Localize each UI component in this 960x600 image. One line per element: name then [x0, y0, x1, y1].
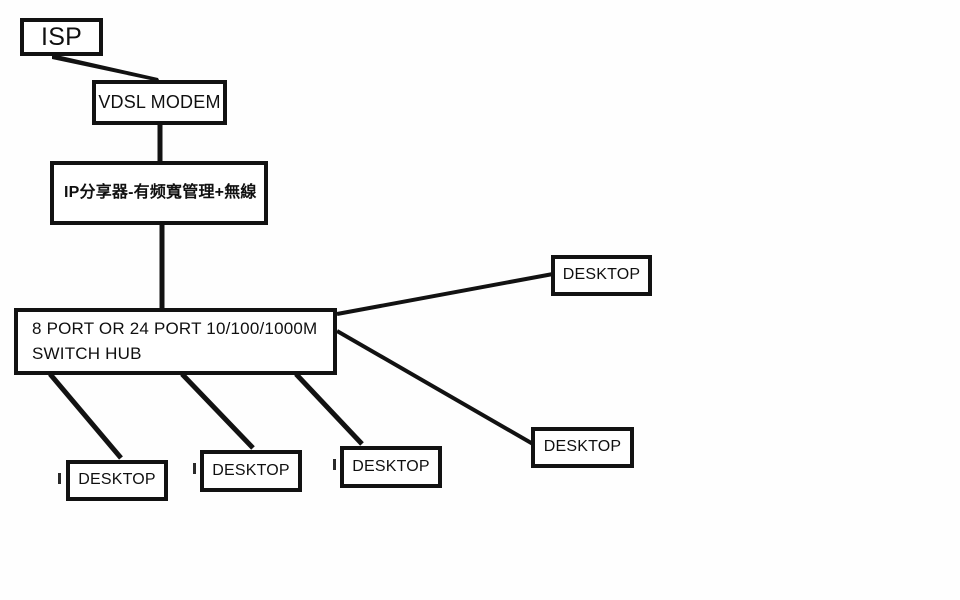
node-label-vdsl-modem: VDSL MODEM — [98, 92, 221, 113]
node-desktop-bottom-1[interactable]: DESKTOP — [66, 460, 168, 501]
node-label-switch-hub-line1: 8 PORT OR 24 PORT 10/100/1000M — [32, 319, 318, 339]
node-desktop-bottom-3[interactable]: DESKTOP — [340, 446, 442, 488]
node-label-desktop-bottom-3: DESKTOP — [352, 457, 430, 475]
node-label-desktop-right-bottom: DESKTOP — [543, 438, 622, 456]
connector-isp-to-modem — [52, 54, 160, 82]
node-label-desktop-right-top: DESKTOP — [562, 266, 641, 284]
node-desktop-bottom-2[interactable]: DESKTOP — [200, 450, 302, 492]
node-label-desktop-bottom-1: DESKTOP — [78, 471, 156, 489]
node-switch-hub[interactable]: 8 PORT OR 24 PORT 10/100/1000M SWITCH HUB — [14, 308, 337, 375]
connector-switch-to-desktop-bottom-1 — [48, 372, 123, 460]
port-tick-tick-2 — [193, 463, 196, 474]
node-isp[interactable]: ISP — [20, 18, 103, 56]
node-label-desktop-bottom-2: DESKTOP — [212, 461, 290, 479]
port-tick-tick-3 — [333, 459, 336, 470]
connector-switch-to-desktop-bottom-2 — [180, 372, 255, 450]
connector-switch-to-desktop-bottom-3 — [294, 372, 364, 446]
node-ip-router[interactable]: IP分享器-有频寬管理+無線 — [50, 161, 268, 225]
node-label-isp: ISP — [41, 22, 82, 51]
connector-switch-to-desktop-right-bottom — [336, 329, 534, 446]
node-vdsl-modem[interactable]: VDSL MODEM — [92, 80, 227, 125]
node-label-ip-router: IP分享器-有频寬管理+無線 — [64, 183, 257, 201]
node-label-switch-hub-line2: SWITCH HUB — [32, 344, 142, 363]
connector-switch-to-desktop-right-top — [336, 272, 554, 316]
node-desktop-right-top[interactable]: DESKTOP — [551, 255, 652, 296]
port-tick-tick-1 — [58, 473, 61, 484]
node-desktop-right-bottom[interactable]: DESKTOP — [531, 427, 634, 468]
